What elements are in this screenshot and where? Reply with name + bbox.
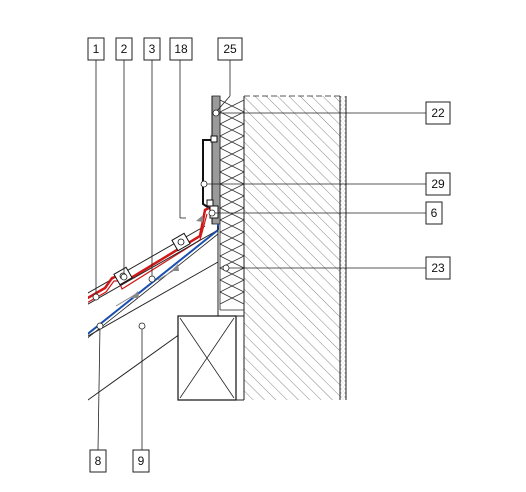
interior-plaster (340, 96, 347, 400)
callout-29: 29 (431, 177, 445, 191)
facade-insulation (219, 96, 245, 310)
callout-25: 25 (223, 42, 237, 56)
callout-8: 8 (95, 454, 102, 468)
masonry-wall (243, 95, 341, 400)
inner-wall-face (217, 226, 244, 316)
roof-build-up (88, 206, 219, 401)
callout-18: 18 (174, 42, 188, 56)
callout-1: 1 (93, 42, 100, 56)
callouts-top: 1 2 3 18 25 (87, 37, 243, 61)
timber-beam (177, 315, 244, 401)
callout-22: 22 (431, 106, 445, 120)
callout-6: 6 (431, 206, 438, 220)
leader-points (92, 109, 230, 330)
callout-3: 3 (149, 42, 156, 56)
callouts-right: 22 29 6 23 (425, 101, 451, 280)
callout-23: 23 (431, 261, 445, 275)
callout-2: 2 (121, 42, 128, 56)
leader-lines (95, 60, 426, 451)
callout-9: 9 (138, 454, 145, 468)
callouts-bottom: 8 9 (89, 449, 150, 473)
